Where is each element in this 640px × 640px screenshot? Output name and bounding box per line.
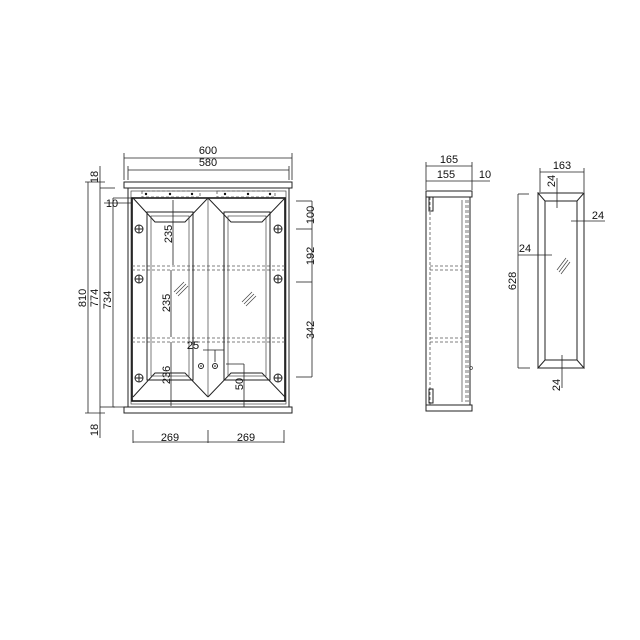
dim-door-panel-height: 628	[507, 272, 519, 290]
side-view: 165 155 10	[425, 154, 491, 412]
dim-shelf-gap-bottom: 236	[161, 366, 173, 384]
dim-inner-width: 580	[199, 157, 217, 169]
dim-body-depth: 155	[437, 169, 455, 181]
dim-overall-depth: 165	[440, 154, 458, 166]
dim-frame-top: 24	[546, 175, 558, 187]
hinge-icons	[134, 224, 283, 383]
dim-knob-height: 50	[234, 378, 246, 390]
dim-top-panel: 18	[89, 171, 101, 183]
cabinet-body	[127, 187, 290, 408]
dim-shelf-gap-middle: 235	[161, 294, 173, 312]
dim-hinge-gap-1: 192	[305, 247, 317, 265]
dim-frame-left: 24	[519, 243, 531, 255]
dim-frame-bottom: 24	[551, 379, 563, 391]
dim-door-width-left: 269	[161, 432, 179, 444]
front-view: 600 580	[77, 145, 317, 444]
knob-icon	[212, 363, 218, 369]
dim-overall-width: 600	[199, 145, 217, 157]
dim-door-offset: 10	[106, 198, 118, 210]
bottom-panel	[123, 406, 293, 414]
right-door	[207, 197, 287, 398]
dim-hinge-gap-2: 342	[305, 321, 317, 339]
dim-frame-right: 24	[592, 210, 604, 222]
dim-knob-spacing: 25	[187, 340, 199, 352]
dim-door-depth: 10	[479, 169, 491, 181]
dim-bottom-panel: 18	[89, 424, 101, 436]
left-door	[132, 197, 210, 398]
dim-door-height: 734	[102, 291, 114, 309]
dim-overall-height: 810	[77, 289, 89, 307]
dim-door-width-right: 269	[237, 432, 255, 444]
dim-hinge-offset-top: 100	[305, 206, 317, 224]
dim-door-panel-width: 163	[553, 160, 571, 172]
door-view: 163 24 24 24 628 24	[507, 160, 605, 391]
knob-icon	[198, 363, 204, 369]
top-panel	[123, 181, 293, 189]
dim-body-height: 774	[89, 289, 101, 307]
dim-shelf-gap-top: 235	[163, 225, 175, 243]
